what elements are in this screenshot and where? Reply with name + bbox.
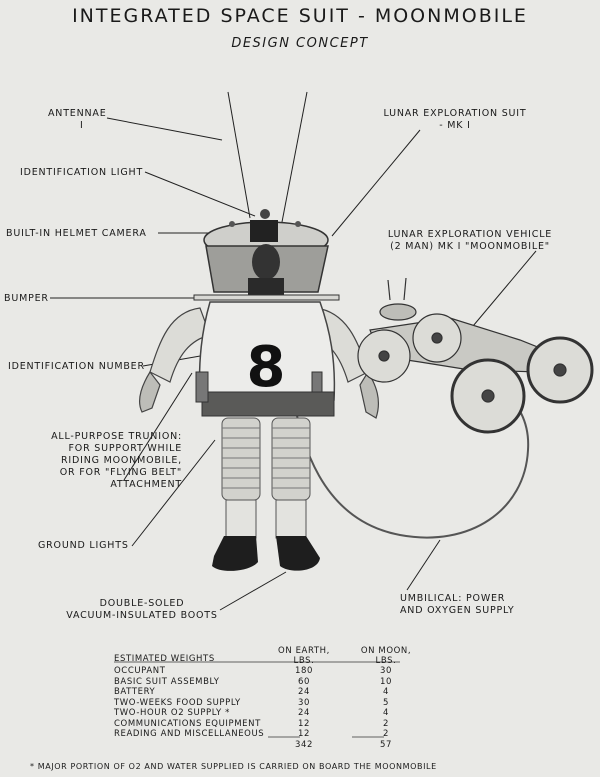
boots xyxy=(212,536,320,571)
label-antennae: ANTENNAE xyxy=(48,108,107,119)
table-row-moon: 10 xyxy=(379,676,393,687)
total-earth: 342 xyxy=(294,740,314,750)
table-row-earth: 60 xyxy=(297,676,311,687)
table-row-earth: 24 xyxy=(297,708,311,718)
label-boots: DOUBLE-SOLED VACUUM-INSULATED BOOTS xyxy=(66,598,218,621)
legs xyxy=(221,417,311,539)
page-subtitle: DESIGN CONCEPT xyxy=(231,36,369,51)
table-row-moon: 4 xyxy=(382,708,389,718)
label-helmet-camera: BUILT-IN HELMET CAMERA xyxy=(6,228,147,239)
leader-lines xyxy=(50,91,537,611)
helmet xyxy=(203,209,329,296)
col-header-earth: ON EARTH, LBS. xyxy=(278,646,330,666)
torso xyxy=(195,301,336,417)
label-identification-light: IDENTIFICATION LIGHT xyxy=(20,167,144,178)
table-row-earth: 24 xyxy=(297,687,311,697)
label-ground-lights: GROUND LIGHTS xyxy=(38,540,129,551)
table-row-earth: 12 xyxy=(297,718,311,729)
label-umbilical: UMBILICAL: POWER AND OXYGEN SUPPLY xyxy=(400,593,515,616)
label-antennae-marker: I xyxy=(80,120,84,131)
table-row-item: TWO-WEEKS FOOD SUPPLY xyxy=(114,697,241,708)
footnote: * MAJOR PORTION OF O2 AND WATER SUPPLIED… xyxy=(30,762,437,771)
label-lunar-exploration-suit: LUNAR EXPLORATION SUIT - MK I xyxy=(383,108,527,131)
table-row-earth: 30 xyxy=(297,697,311,708)
bumper xyxy=(193,294,340,301)
table-row-earth: 12 xyxy=(297,729,311,739)
moonmobile-vehicle xyxy=(357,277,594,434)
col-header-moon: ON MOON, LBS. xyxy=(360,646,412,666)
label-identification-number: IDENTIFICATION NUMBER xyxy=(8,361,145,372)
table-row-item: READING AND MISCELLANEOUS xyxy=(114,729,265,739)
table-rules xyxy=(114,661,400,738)
table-row-earth: 180 xyxy=(294,666,314,676)
table-row-moon: 2 xyxy=(382,718,389,729)
table-row-item: TWO-HOUR O2 SUPPLY * xyxy=(114,708,230,718)
label-lunar-exploration-vehicle: LUNAR EXPLORATION VEHICLE (2 MAN) MK I "… xyxy=(387,229,553,252)
table-row-item: COMMUNICATIONS EQUIPMENT xyxy=(114,718,261,729)
table-row-moon: 4 xyxy=(382,687,389,697)
table-row-moon: 2 xyxy=(382,729,389,739)
table-row-item: BASIC SUIT ASSEMBLY xyxy=(114,676,220,687)
col-header-item: ESTIMATED WEIGHTS xyxy=(114,654,215,664)
total-moon: 57 xyxy=(379,740,393,750)
table-row-item: OCCUPANT xyxy=(114,666,166,676)
label-bumper: BUMPER xyxy=(4,293,49,304)
table-row-item: BATTERY xyxy=(114,687,156,697)
page-title: INTEGRATED SPACE SUIT - MOONMOBILE xyxy=(72,5,528,27)
umbilical-cable xyxy=(291,389,530,539)
suit-number: 8 xyxy=(247,335,286,400)
table-row-moon: 5 xyxy=(382,697,389,708)
label-trunion: ALL-PURPOSE TRUNION: FOR SUPPORT WHILE R… xyxy=(51,431,182,490)
table-row-moon: 30 xyxy=(379,666,393,676)
